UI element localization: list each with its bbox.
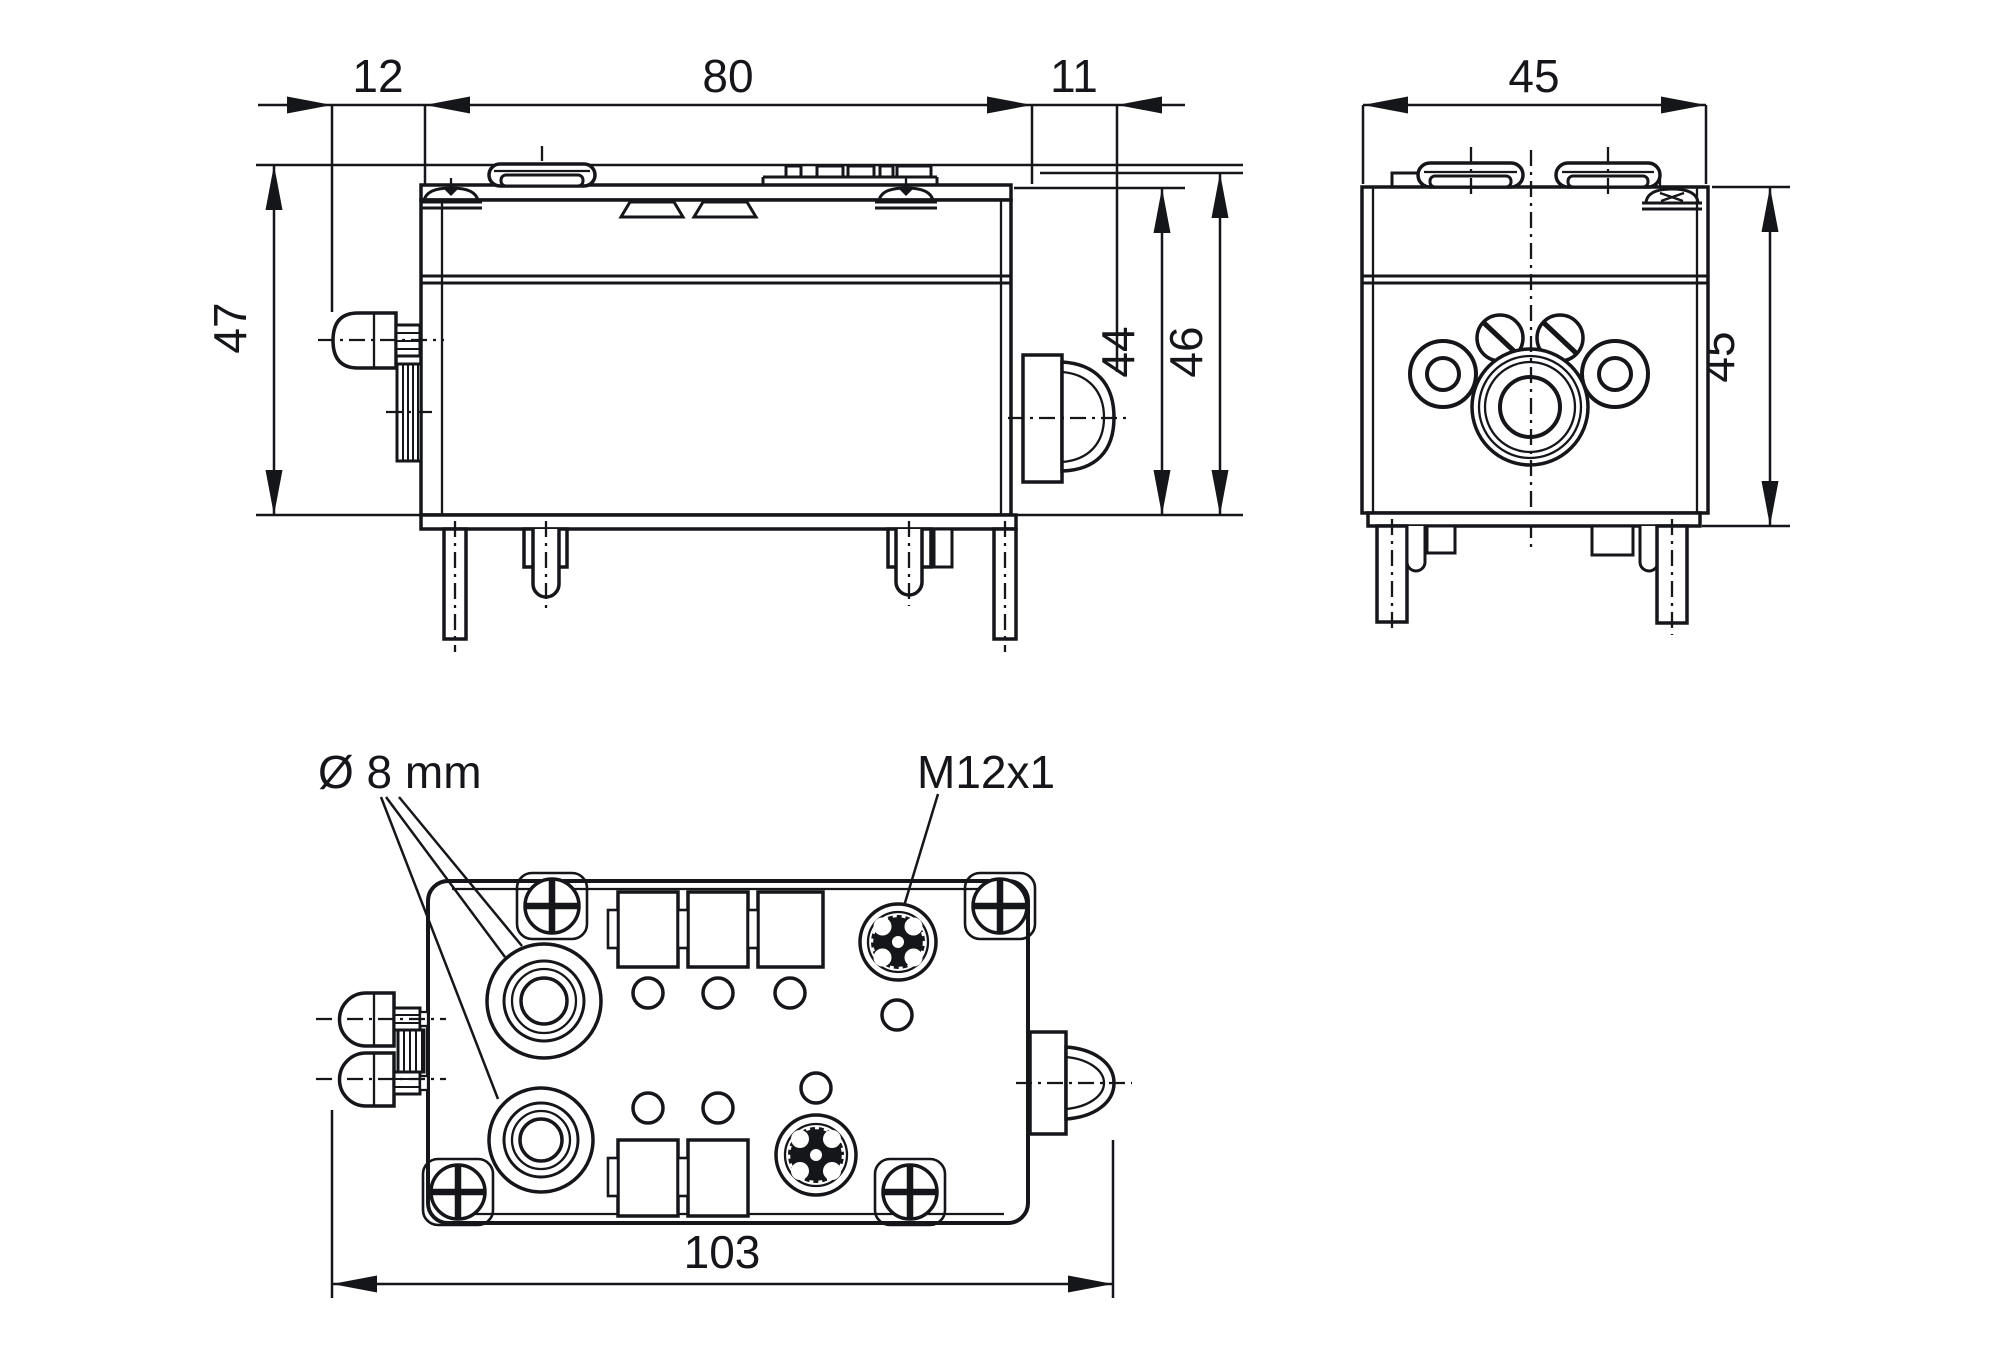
leader-line	[379, 796, 500, 1100]
terminal-tab	[606, 1156, 620, 1198]
arrowhead	[1153, 188, 1171, 233]
bottom-view: 103	[316, 746, 1132, 1298]
front-corner-screw-right	[875, 178, 937, 210]
bottom-connector-right	[1016, 1030, 1132, 1136]
arrowhead	[332, 1275, 377, 1293]
front-cable-gland-left	[318, 311, 444, 463]
pin	[1405, 526, 1427, 573]
side-lid-step	[1390, 171, 1418, 187]
dim-label-12: 12	[352, 50, 403, 102]
arrowhead	[1068, 1275, 1113, 1293]
terminal-block	[616, 890, 680, 969]
terminal-block	[686, 1138, 750, 1218]
front-mounting-pins	[419, 513, 1018, 652]
phillips-screw	[971, 877, 1029, 935]
side-dimensions: 45 45	[1361, 50, 1790, 528]
front-body-outline	[419, 198, 1013, 517]
foot	[1425, 524, 1457, 555]
bottom-m12-connector-lower	[774, 1113, 858, 1197]
led-hole	[799, 1071, 833, 1105]
arrowhead	[265, 470, 283, 515]
cable-gland-cap	[337, 991, 396, 1048]
dim-label-11: 11	[1050, 50, 1098, 102]
terminal-tab	[676, 1156, 690, 1198]
dim-label-46: 46	[1160, 326, 1212, 377]
dim-label-47: 47	[204, 302, 256, 353]
led-hole	[631, 1091, 665, 1125]
arrowhead	[1211, 173, 1229, 218]
terminal-tab	[676, 908, 690, 950]
arrowhead	[1117, 96, 1162, 114]
bottom-dimensions: 103	[330, 1110, 1115, 1298]
corner-pocket	[873, 1157, 947, 1227]
callout-diameter-label: Ø 8 mm	[318, 746, 482, 798]
front-vent-right	[691, 200, 759, 219]
bottom-callouts: Ø 8 mm M12x1	[318, 746, 1055, 1100]
side-mounting-pins	[1366, 511, 1702, 635]
led-hole	[701, 1091, 735, 1125]
led-hole	[701, 976, 735, 1010]
front-vent-left	[618, 200, 686, 219]
face-ring-right	[1580, 339, 1650, 409]
bottom-m12-connector-upper	[858, 902, 938, 982]
phillips-screw	[429, 1163, 487, 1221]
front-lid-terminal-strip	[761, 164, 939, 185]
bottom-socket-upper	[485, 942, 603, 1060]
leader-line	[384, 796, 507, 958]
pin-short	[932, 527, 954, 569]
callout-thread-label: M12x1	[917, 746, 1055, 798]
front-corner-screw-left	[420, 178, 482, 210]
arrowhead	[1761, 481, 1779, 526]
arrowhead	[987, 96, 1032, 114]
terminal-block	[686, 890, 750, 969]
terminal-tab	[606, 908, 620, 950]
cable-gland-cap	[337, 1051, 396, 1108]
arrowhead	[1153, 470, 1171, 515]
dim-label-80: 80	[702, 50, 753, 102]
face-ring-left	[1408, 339, 1478, 409]
front-lid-screw-dome	[487, 146, 597, 188]
phillips-screw	[881, 1163, 939, 1221]
base-plate	[1366, 511, 1702, 528]
front-dimensions: 12 80 11 47 44 46	[204, 50, 1243, 517]
bottom-socket-lower	[487, 1086, 595, 1194]
side-connector-face	[1408, 150, 1650, 547]
terminal-block	[616, 1138, 680, 1218]
bottom-cable-glands-left	[316, 991, 446, 1108]
arrowhead	[1661, 96, 1706, 114]
arrowhead	[1211, 470, 1229, 515]
arrowhead	[1363, 96, 1408, 114]
led-hole	[880, 998, 914, 1032]
arrowhead	[425, 96, 470, 114]
led-hole	[631, 976, 665, 1010]
dim-label-103: 103	[684, 1226, 761, 1278]
arrowhead	[1761, 187, 1779, 232]
phillips-screw	[523, 877, 581, 935]
side-lid-dome-left	[1416, 147, 1525, 200]
dim-label-44: 44	[1092, 326, 1144, 377]
side-corner-screw	[1642, 176, 1702, 211]
arrowhead	[265, 165, 283, 210]
base-plate	[419, 513, 1018, 531]
corner-pocket	[515, 871, 589, 941]
front-view: 12 80 11 47 44 46	[204, 50, 1243, 652]
corner-pocket	[963, 871, 1037, 941]
dim-label-45-width: 45	[1508, 50, 1559, 102]
front-housing	[419, 146, 1013, 517]
led-hole	[773, 976, 807, 1010]
foot	[1590, 524, 1635, 557]
side-view: 45 45	[1360, 50, 1790, 635]
leader-line	[398, 796, 523, 947]
bottom-corner-screws	[429, 877, 1029, 1221]
bottom-terminal-blocks	[606, 890, 914, 1218]
terminal-tab	[746, 908, 760, 950]
side-lid-dome-right	[1554, 147, 1662, 200]
corner-pocket	[421, 1157, 495, 1227]
leader-line	[902, 793, 940, 907]
arrowhead	[287, 96, 332, 114]
front-connector-right	[1008, 353, 1131, 484]
terminal-block	[756, 890, 825, 969]
